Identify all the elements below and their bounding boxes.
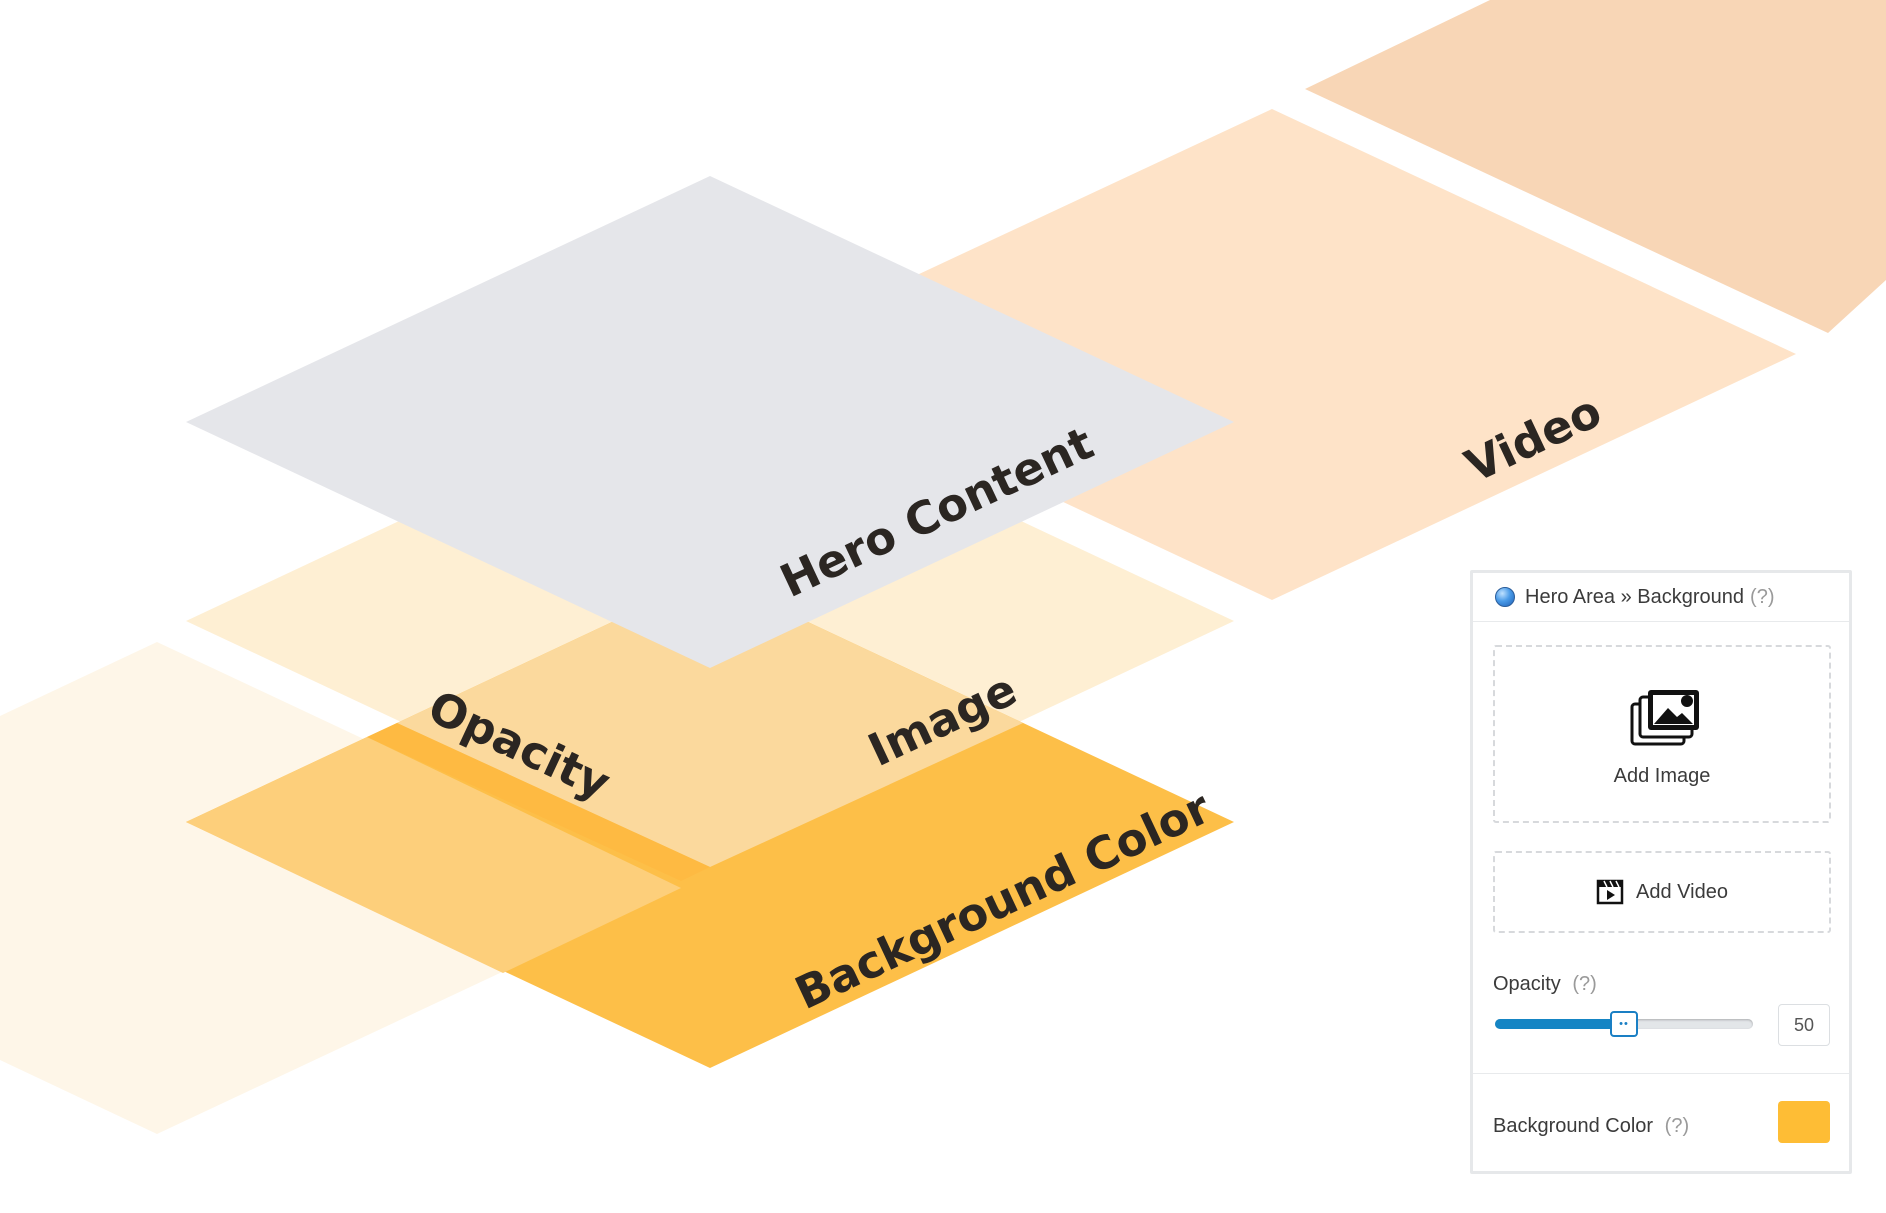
opacity-slider-handle[interactable]: •• — [1610, 1011, 1638, 1037]
opacity-field-label: Opacity (?) — [1493, 973, 1597, 996]
opacity-slider-fill — [1495, 1019, 1624, 1029]
panel-divider — [1473, 1073, 1849, 1074]
opacity-value-input[interactable] — [1778, 1004, 1830, 1046]
image-gallery-icon — [1630, 690, 1699, 746]
panel-title: Hero Area » Background — [1525, 585, 1745, 608]
hero-content-plane — [186, 176, 1234, 668]
globe-icon — [1495, 587, 1515, 607]
opacity-help-link[interactable]: (?) — [1572, 973, 1597, 995]
film-icon — [1596, 879, 1624, 905]
background-color-help-link[interactable]: (?) — [1664, 1115, 1690, 1137]
image-background-overlap — [397, 576, 1023, 867]
background-color-label-text: Background Color — [1493, 1115, 1654, 1137]
add-video-button[interactable]: Add Video — [1493, 851, 1831, 933]
panel-help-link[interactable]: (?) — [1750, 585, 1775, 608]
panel-header: Hero Area » Background (?) — [1473, 573, 1849, 622]
add-image-label: Add Image — [1613, 765, 1711, 787]
opacity-label-text: Opacity — [1493, 973, 1561, 995]
background-color-swatch[interactable] — [1778, 1101, 1830, 1143]
background-settings-panel: Hero Area » Background (?) Add Image Add… — [1470, 570, 1852, 1174]
background-color-field-label: Background Color (?) — [1493, 1115, 1689, 1138]
add-image-button[interactable]: Add Image — [1493, 645, 1831, 823]
video-plane-back — [1305, 0, 1886, 333]
opacity-image-background-overlap — [367, 723, 710, 881]
opacity-background-overlap — [186, 737, 681, 973]
add-video-label: Add Video — [1636, 880, 1728, 903]
video-plane — [748, 109, 1796, 600]
